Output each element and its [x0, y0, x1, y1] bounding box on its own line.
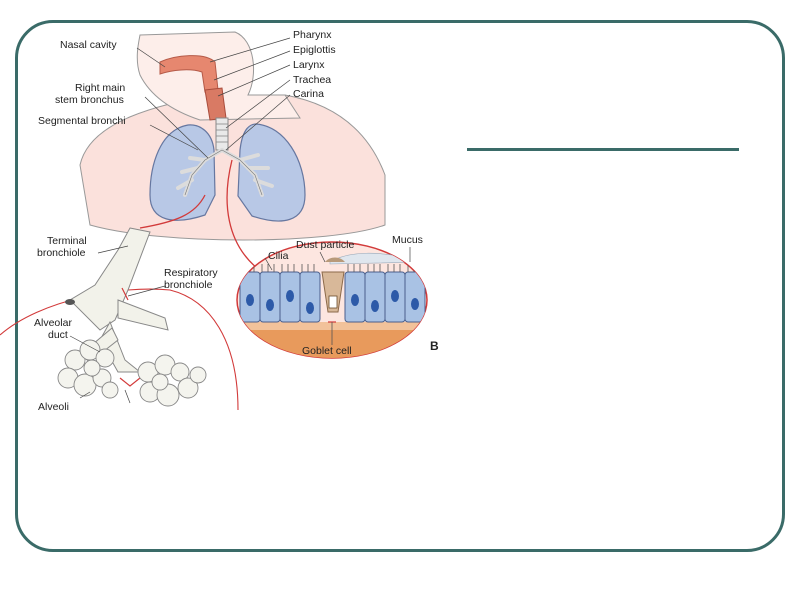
lower-arc-line	[0, 288, 239, 411]
label-dust-particle: Dust particle	[296, 239, 355, 251]
label-segmental-bronchi: Segmental bronchi	[38, 115, 126, 127]
label-trachea: Trachea	[293, 74, 331, 86]
alveoli-clusters	[57, 339, 207, 407]
pointer-to-epithelium	[226, 159, 263, 273]
label-respiratory-line2: bronchiole	[164, 279, 213, 291]
label-larynx: Larynx	[293, 59, 325, 71]
epithelium-lens	[236, 241, 428, 359]
trachea-rings	[216, 123, 228, 143]
label-respiratory-line1: Respiratory	[164, 267, 218, 279]
label-goblet-cell: Goblet cell	[302, 345, 352, 357]
leader-lines	[69, 37, 411, 404]
label-terminal-line2: bronchiole	[37, 247, 86, 259]
label-epiglottis: Epiglottis	[293, 44, 336, 56]
pointer-to-bronchiole	[139, 194, 206, 229]
label-alveolar-line2: duct	[48, 329, 68, 341]
label-alveolar-line1: Alveolar	[34, 317, 72, 329]
label-mucus: Mucus	[392, 234, 423, 246]
label-carina: Carina	[293, 88, 324, 100]
title-underline	[467, 148, 739, 151]
label-right-main-line2: stem bronchus	[55, 94, 124, 106]
head-silhouette	[136, 31, 301, 121]
label-right-main-line1: Right main	[75, 82, 125, 94]
terminal-bronchiole-tree	[65, 227, 169, 387]
dust-deposit	[325, 257, 345, 262]
label-pharynx: Pharynx	[293, 29, 332, 41]
label-nasal-cavity: Nasal cavity	[60, 39, 117, 51]
goblet-cell-shape	[321, 271, 345, 313]
cell-nuclei	[246, 290, 419, 314]
bronchial-tree-outline	[184, 149, 263, 196]
label-panel-b: B	[430, 339, 439, 353]
label-cilia: Cilia	[268, 250, 289, 262]
label-terminal-line1: Terminal	[47, 235, 87, 247]
trachea-shape	[215, 117, 229, 151]
cilia-layer	[241, 264, 421, 272]
label-alveoli: Alveoli	[38, 401, 69, 413]
epithelial-cells	[239, 271, 426, 323]
